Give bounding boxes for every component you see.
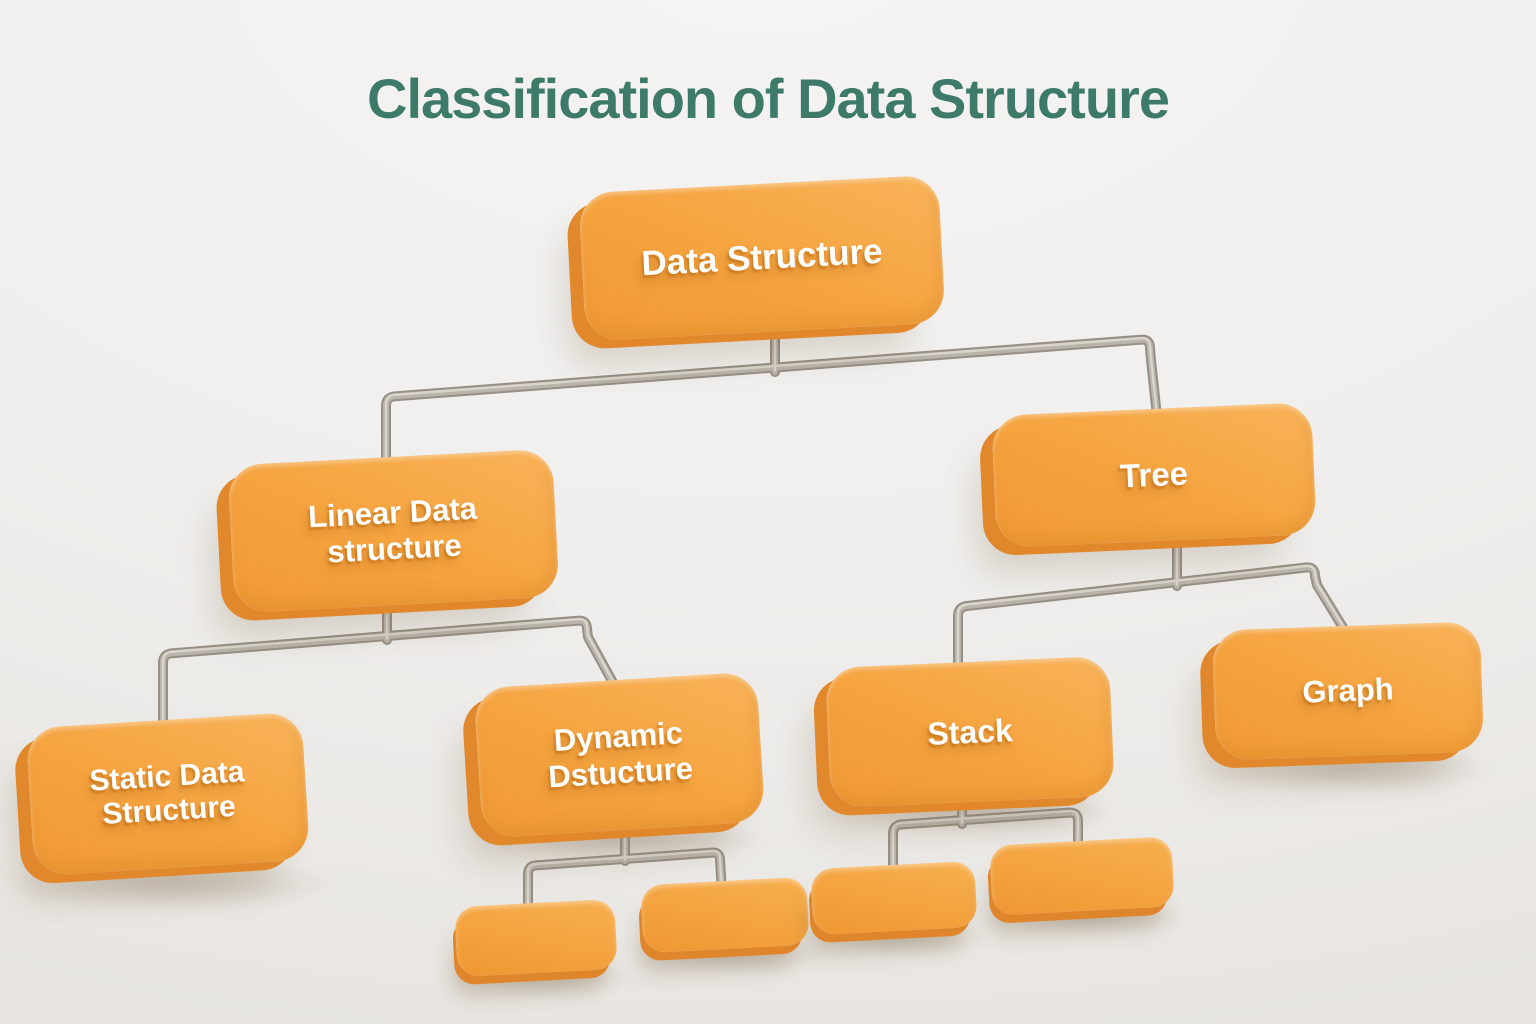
- node-linear-data-structure-label: Linear Data structure: [307, 490, 478, 570]
- node-unlabeled-4: [989, 836, 1175, 916]
- node-data-structure: Data Structure: [578, 174, 946, 342]
- node-unlabeled-2: [640, 876, 810, 954]
- node-unlabeled-1: [454, 898, 618, 978]
- node-graph-label: Graph: [1301, 671, 1395, 710]
- node-stack-label: Stack: [926, 711, 1014, 752]
- node-data-structure-label: Data Structure: [640, 231, 884, 284]
- node-unlabeled-3: [810, 860, 978, 936]
- node-linear-data-structure: Linear Data structure: [227, 448, 560, 614]
- node-dynamic-structure: Dynamic Dstucture: [473, 671, 766, 839]
- node-graph: Graph: [1211, 621, 1485, 761]
- node-static-data-structure-label: Static Data Structure: [88, 754, 246, 832]
- diagram-title: Classification of Data Structure: [367, 67, 1170, 130]
- connector-tube-highlight: [161, 317, 1349, 910]
- node-stack: Stack: [825, 655, 1115, 809]
- node-static-data-structure: Static Data Structure: [25, 711, 311, 877]
- node-tree: Tree: [991, 402, 1317, 548]
- node-tree-label: Tree: [1119, 454, 1189, 495]
- node-dynamic-structure-label: Dynamic Dstucture: [547, 715, 694, 795]
